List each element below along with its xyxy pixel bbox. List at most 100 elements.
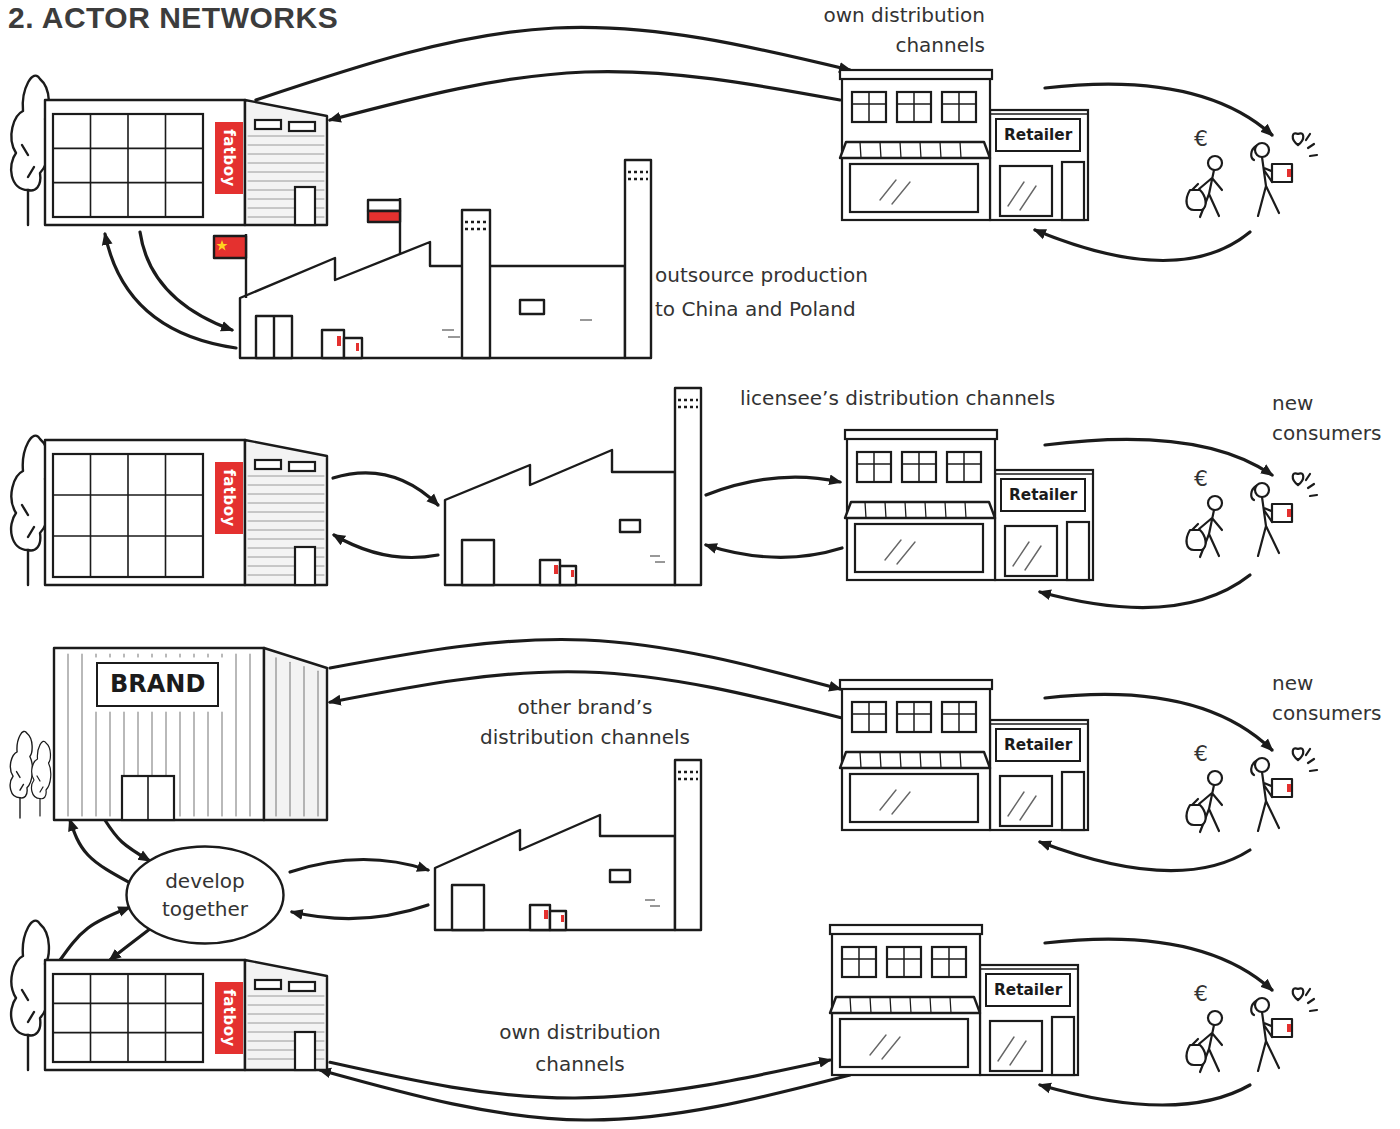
facade-line: [303, 667, 304, 816]
facade-line: [151, 654, 152, 657]
flow-arrow: [1040, 575, 1250, 608]
sign-text: fatboy: [220, 989, 238, 1047]
facade-line: [207, 654, 208, 657]
side-window: [289, 462, 315, 471]
awning-stripe: [860, 142, 861, 158]
flow-arrow: [1045, 439, 1272, 475]
awning-stripe: [865, 502, 866, 518]
siding-line: [248, 1059, 324, 1060]
awning-stripe: [950, 997, 951, 1013]
shop-annex: [990, 720, 1088, 830]
annex-trim: [995, 473, 1093, 475]
flow-arrow: [292, 905, 428, 919]
sign-text-block: fatboy: [220, 469, 238, 527]
siding-line: [248, 1014, 324, 1015]
building-sign: Retailer: [985, 973, 1071, 1007]
window-transom: [53, 535, 203, 537]
siding-line: [248, 503, 324, 504]
consumers: [1187, 133, 1317, 217]
window-mullion: [127, 114, 129, 217]
crate-mark: [544, 910, 548, 919]
flow-connector: [330, 672, 840, 718]
annex-trim: [990, 113, 1088, 115]
tree: [32, 741, 51, 816]
consumers: [1187, 988, 1317, 1072]
facade-line: [193, 712, 194, 816]
facade-line: [249, 654, 250, 816]
side-door: [295, 187, 315, 225]
retailer-outline: [845, 430, 1095, 580]
annex-window: [990, 1021, 1042, 1071]
chimney: [462, 210, 490, 358]
sign-text: Retailer: [1004, 124, 1072, 146]
factory-door: [462, 540, 494, 585]
flow-connector: [105, 820, 150, 861]
crate: [344, 338, 362, 358]
crate: [530, 905, 550, 930]
annex-trim: [990, 723, 1088, 725]
awning-stripe: [940, 142, 941, 158]
front-wall: [45, 100, 245, 225]
window-bars: [842, 947, 876, 977]
flow-arrow: [706, 477, 840, 495]
siding-line: [248, 476, 324, 477]
upper-window: [942, 92, 976, 122]
facade-line: [289, 662, 290, 816]
factory-door: [452, 885, 484, 930]
upper-window: [942, 702, 976, 732]
siding-line: [248, 1032, 324, 1033]
chimney-stripes: [678, 400, 698, 407]
window-bars: [897, 92, 931, 122]
flow-connector: [320, 1070, 850, 1120]
window-bars: [852, 702, 886, 732]
annex-window: [1000, 776, 1052, 826]
tree: [32, 741, 51, 816]
factory: [435, 760, 701, 930]
awning: [840, 752, 990, 768]
fatboy-node: fatboy: [45, 960, 330, 1070]
page-title: 2. ACTOR NETWORKS: [8, 0, 338, 36]
glass-front: [53, 114, 203, 217]
glass-glint: [998, 1037, 1026, 1065]
ellipse-node: develop together: [125, 845, 285, 945]
retailer-node: Retailer: [845, 430, 1095, 580]
channel-label: own distribution channels: [790, 0, 985, 60]
currency-symbol: €: [1194, 466, 1208, 492]
door-line: [147, 776, 149, 820]
fatboy-outline: [45, 960, 330, 1070]
facade-line: [235, 654, 236, 816]
consumers: [1187, 473, 1317, 557]
upper-window: [852, 702, 886, 732]
window-bars: [942, 702, 976, 732]
siding-line: [248, 530, 324, 531]
flow-arrows: [105, 84, 1272, 1105]
siding-line: [248, 512, 324, 513]
consumers: [1187, 748, 1317, 832]
glass-front: [53, 974, 203, 1062]
currency-symbol: €: [1194, 741, 1208, 767]
cornice: [840, 70, 992, 79]
facade-line: [137, 712, 138, 816]
channel-label: other brand’s distribution channels: [460, 692, 710, 752]
awning-stripe: [965, 502, 966, 518]
upper-window: [842, 947, 876, 977]
brick-marks: [645, 900, 660, 906]
crate-mark: [337, 336, 341, 346]
chimney: [675, 760, 701, 930]
building-sign: BRAND: [96, 662, 219, 707]
chimney-stripes: [678, 772, 698, 779]
siding-line: [248, 154, 324, 155]
siding-line: [248, 181, 324, 182]
glass-glint: [1013, 542, 1041, 570]
flag-star: [217, 240, 228, 251]
tree: [11, 436, 49, 585]
facade-line: [123, 654, 124, 657]
side-window: [255, 120, 281, 129]
awning-stripe: [900, 752, 901, 768]
crate-mark: [571, 570, 574, 577]
upper-window: [902, 452, 936, 482]
flow-arrow: [1045, 939, 1272, 990]
window-bars: [857, 452, 891, 482]
